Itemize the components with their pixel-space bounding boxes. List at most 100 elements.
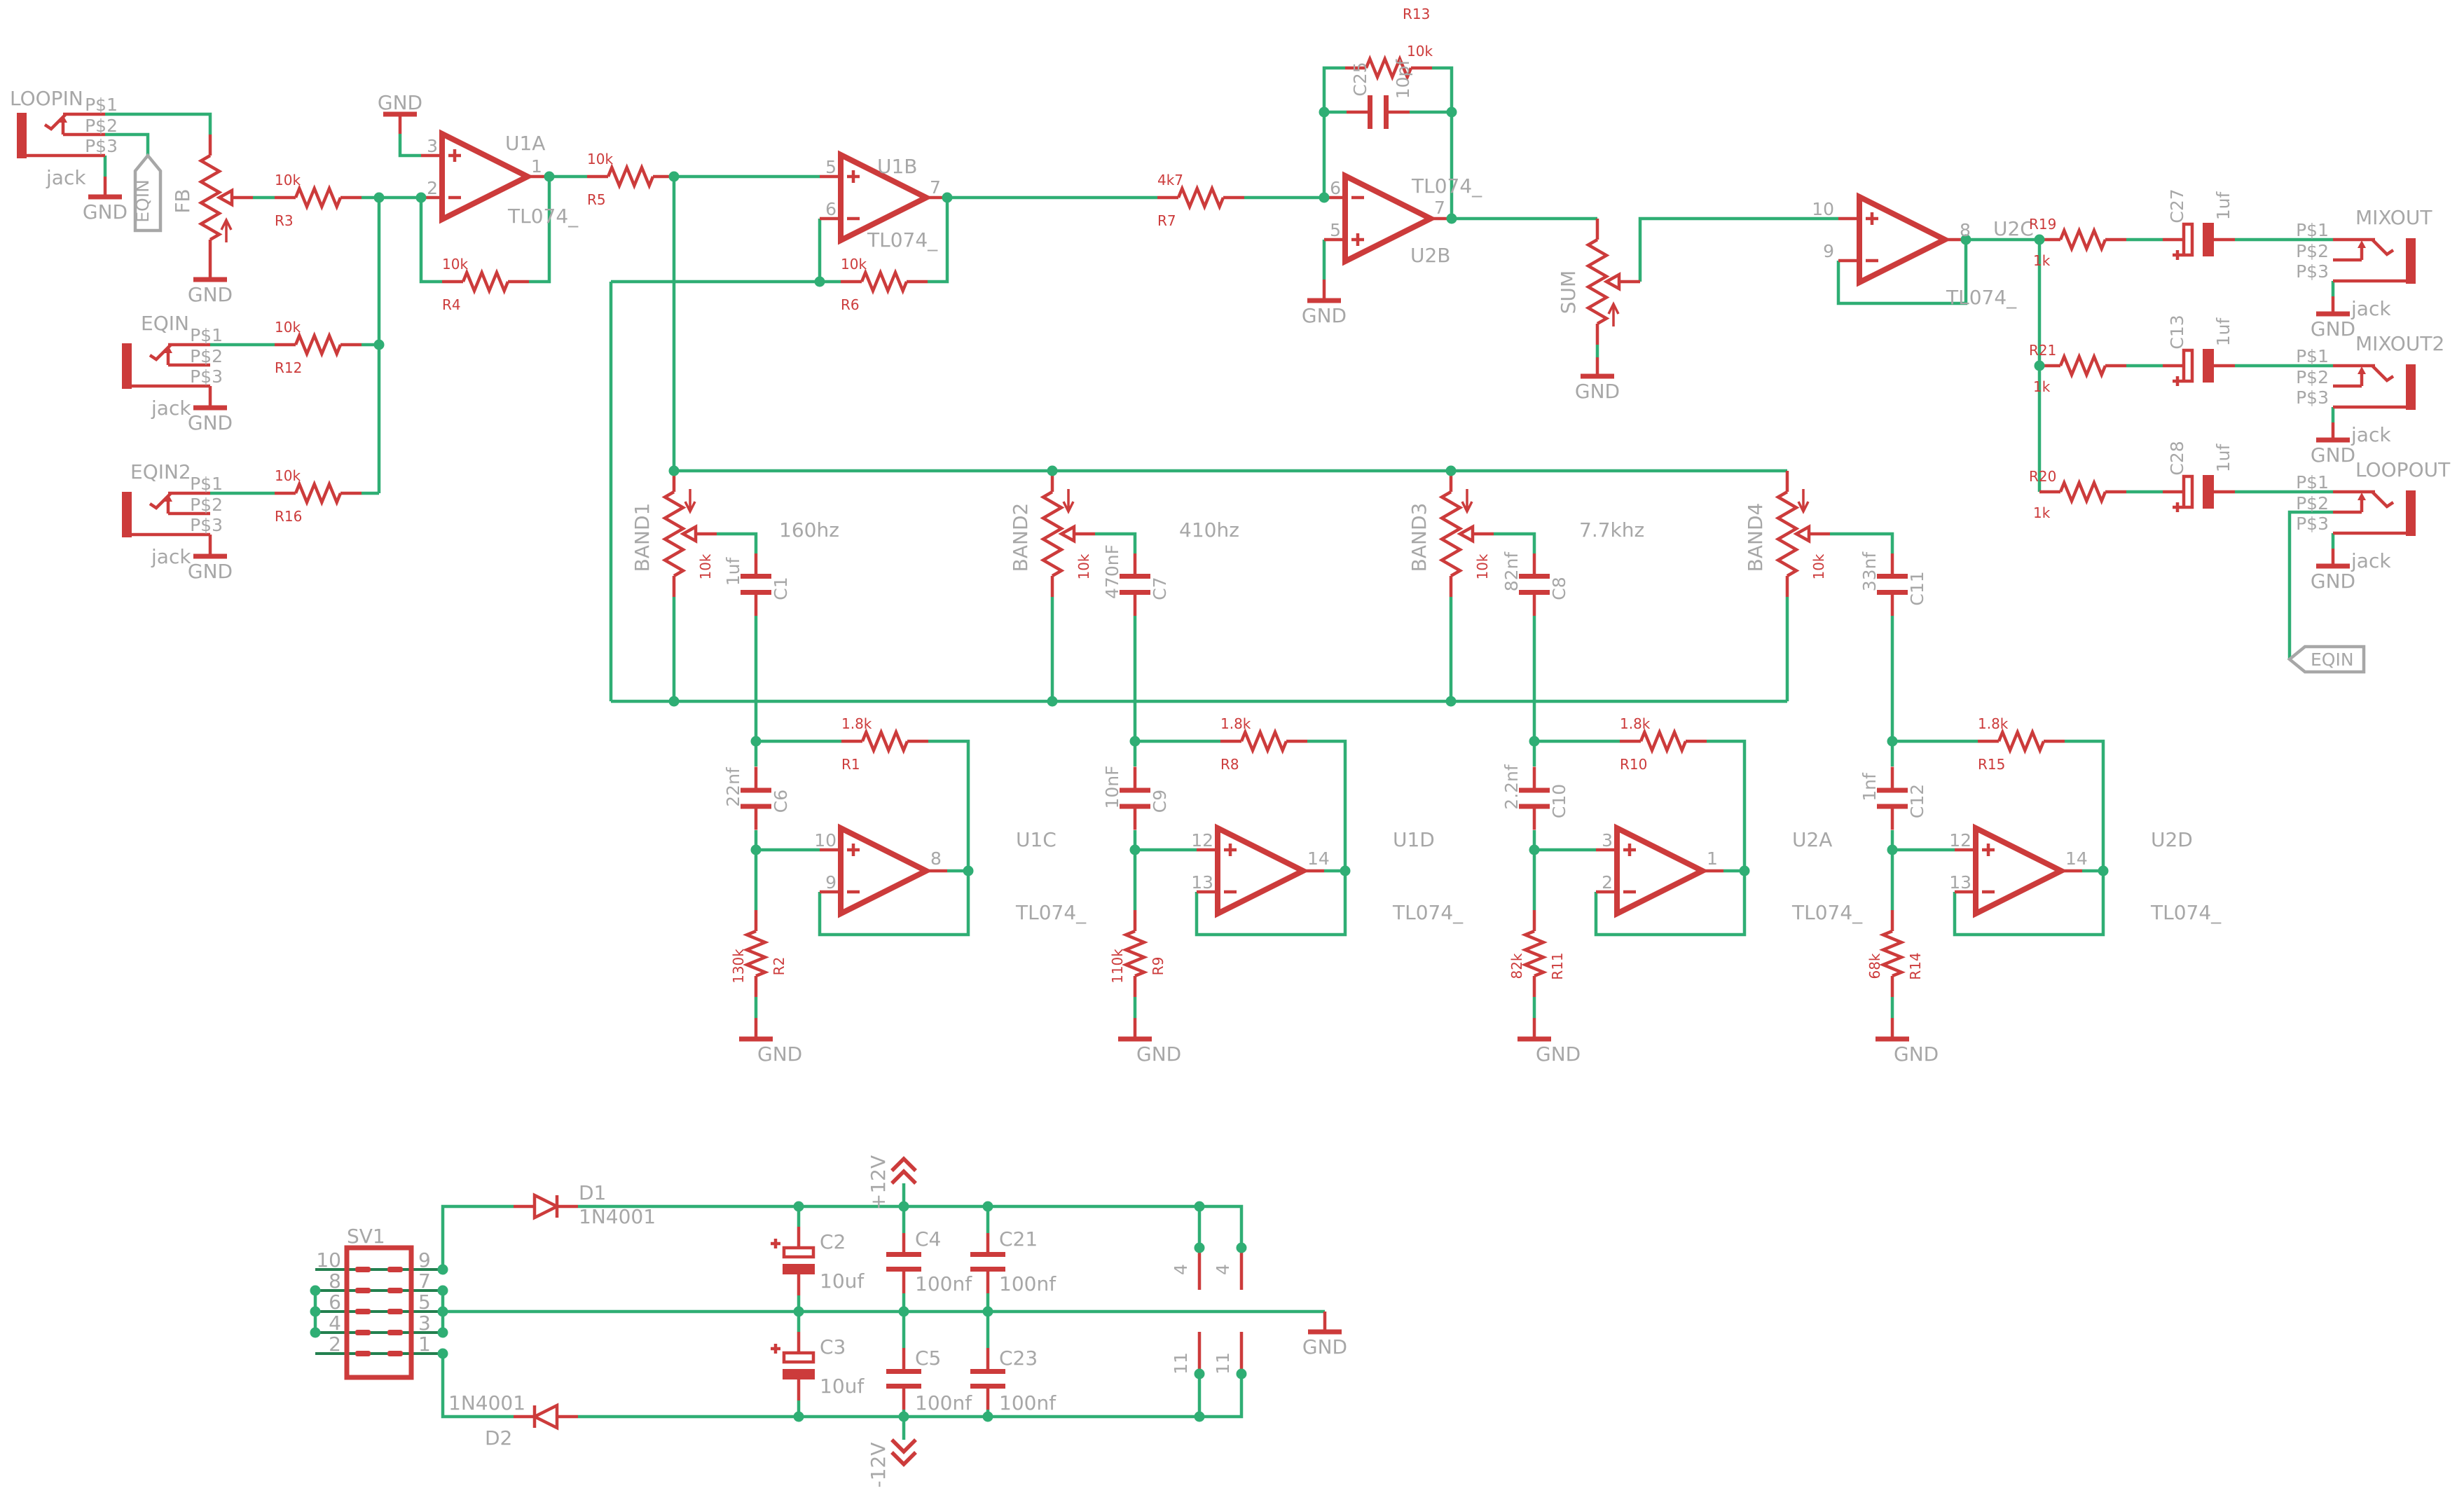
junction-dot: [1047, 465, 1058, 476]
jack-pin: P$1: [85, 95, 118, 115]
symbol-outline: [1122, 929, 1148, 978]
symbol-outline: [860, 268, 909, 295]
jack-pin: P$3: [85, 136, 118, 156]
gnd-label: GND: [757, 1042, 802, 1066]
symbol-outline: [1603, 272, 1621, 291]
capacitor-name: C10: [1549, 784, 1569, 818]
pot-adjust-arrow: [684, 489, 696, 514]
junction-dot: [1319, 192, 1330, 203]
pot-value: 10k: [1075, 553, 1092, 579]
junction-dot: [750, 736, 762, 747]
connector-pin-number: 8: [329, 1269, 341, 1293]
gnd-label: GND: [1136, 1042, 1181, 1066]
wire: [1836, 240, 1968, 305]
symbol-outline: [198, 154, 223, 241]
jack-part: jack: [2351, 297, 2391, 320]
resistor-name: R7: [1157, 212, 1176, 229]
connector-outline: [344, 1245, 414, 1380]
symbol-solid: [387, 1288, 403, 1293]
connector-pin-number: 2: [329, 1333, 341, 1356]
symbol-outline: [1879, 929, 1906, 978]
symbol-solid: [1120, 574, 1150, 579]
junction-dot: [1340, 865, 1351, 876]
junction-dot: [898, 1201, 909, 1212]
jack-pin: P$1: [190, 325, 223, 345]
symbol-outline: [1364, 55, 1413, 81]
jack-pin: P$2: [85, 116, 118, 136]
connector-pin-number: 4: [329, 1312, 341, 1335]
wire: [105, 112, 212, 135]
resistor-value: 10k: [275, 319, 301, 336]
gnd-label: GND: [2311, 570, 2355, 593]
capacitor-value: 10uf: [820, 1375, 865, 1398]
diode-name: D2: [485, 1426, 512, 1450]
resistor-name: R10: [1620, 756, 1647, 773]
junction-dot: [982, 1306, 993, 1317]
wire: [1432, 66, 1454, 219]
resistor-name: R16: [275, 508, 302, 525]
opamp-pin-number: 12: [1191, 830, 1213, 851]
junction-dot: [1887, 844, 1898, 855]
resistor-name: R2: [771, 957, 787, 976]
junction-dot: [1446, 213, 1457, 224]
capacitor-value: 100nf: [999, 1272, 1057, 1295]
symbol-solid: [355, 1351, 371, 1356]
junction-dot: [1194, 1411, 1205, 1422]
gnd-label: GND: [1302, 1335, 1347, 1358]
symbol-outline: [2182, 348, 2194, 383]
opamp-pin-number: 13: [1949, 872, 1971, 893]
capacitor-name: C9: [1150, 790, 1170, 813]
junction-dot: [437, 1264, 448, 1275]
resistor-value: 68k: [1866, 953, 1883, 979]
net-tag-outline: [133, 153, 163, 233]
capacitor-name: C23: [999, 1347, 1038, 1370]
wire: [928, 198, 949, 284]
jack-pin: P$3: [190, 515, 223, 535]
opamp-pin-number: 13: [1191, 872, 1213, 893]
opamp-pin-number: 12: [1949, 830, 1971, 851]
capacitor-name: C3: [820, 1335, 846, 1358]
jack-name: EQIN2: [130, 460, 191, 483]
opamp-triangle: [1215, 823, 1309, 918]
pot-name: BAND2: [1009, 503, 1032, 572]
symbol-solid: [1519, 804, 1550, 809]
resistor-name: R5: [587, 191, 606, 208]
opamp-pin-number: 8: [930, 848, 942, 869]
polarity-glyph: [2173, 376, 2182, 386]
jack-part: jack: [151, 397, 191, 420]
capacitor-name: C2: [820, 1230, 846, 1253]
symbol-solid: [387, 1351, 403, 1356]
junction-dot: [1236, 1368, 1247, 1379]
polarity-glyph: [847, 844, 860, 856]
symbol-outline: [1997, 728, 2046, 755]
capacitor-value: 100nf: [915, 1391, 972, 1415]
resistor-name: R15: [1978, 756, 2005, 773]
symbol-outline: [294, 331, 343, 358]
capacitor-value: 100nf: [999, 1391, 1057, 1415]
symbol-outline: [1438, 490, 1464, 577]
polarity-glyph: [847, 170, 860, 183]
symbol-solid: [2203, 223, 2214, 256]
arrow-head: [164, 494, 172, 502]
capacitor-value: 10nF: [1102, 765, 1122, 808]
polarity-glyph: [1351, 233, 1364, 246]
junction-dot: [1129, 736, 1141, 747]
junction-dot: [437, 1285, 448, 1296]
capacitor-value: 1uf: [2213, 317, 2234, 347]
capacitor-value: 100nf: [915, 1272, 972, 1295]
symbol-outline: [680, 524, 698, 544]
capacitor-value: 470nF: [1102, 544, 1122, 599]
connector-name: SV1: [347, 1225, 385, 1248]
diode-value: 1N4001: [448, 1391, 525, 1415]
symbol-outline: [461, 268, 510, 295]
symbol-solid: [1120, 590, 1150, 595]
junction-dot: [1319, 106, 1330, 118]
connector-pin-number: 1: [418, 1333, 431, 1356]
opamp-pin-number: 3: [1602, 830, 1613, 851]
symbol-solid: [970, 1252, 1005, 1257]
symbol-outline: [782, 1351, 815, 1364]
symbol-solid: [970, 1369, 1005, 1374]
junction-dots: [310, 106, 2109, 1422]
wire: [1322, 66, 1345, 198]
symbol-outline: [2058, 226, 2107, 253]
